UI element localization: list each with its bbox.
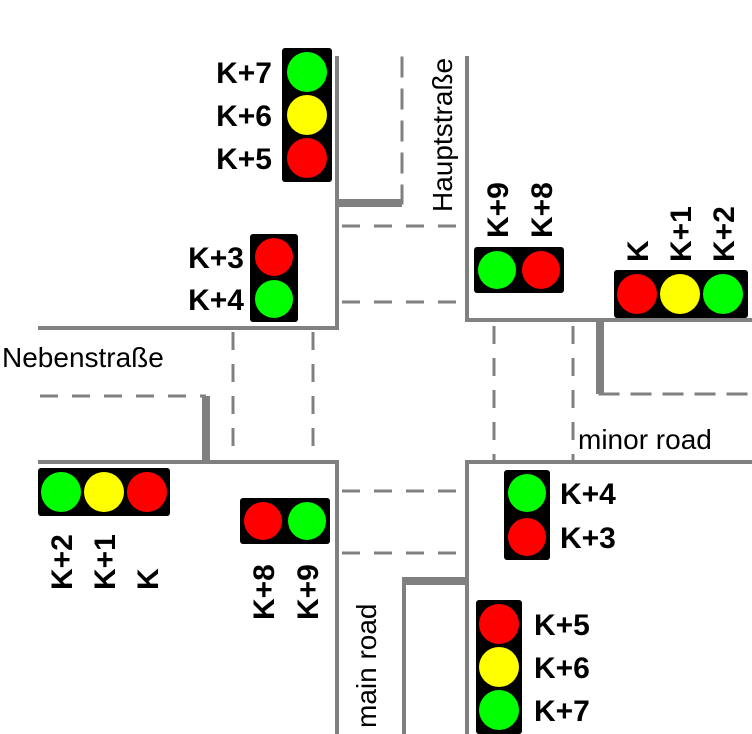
green-lamp [479, 690, 519, 730]
yellow-lamp [479, 647, 519, 687]
signal-label: K+8 [526, 182, 559, 238]
green-lamp [288, 502, 326, 540]
street-label-minor-road: minor road [578, 424, 712, 455]
signal-label: K+9 [482, 182, 515, 238]
signal-label: K+4 [560, 478, 616, 511]
signal-west-main: K+2 K+1 K [38, 468, 170, 590]
signal-north-right-pedestrian: K+9 K+8 [474, 182, 564, 293]
stop-lines [202, 56, 752, 734]
signal-east-main: K K+1 K+2 [614, 206, 748, 318]
signal-label: K+8 [248, 564, 281, 620]
signal-label: K+3 [188, 242, 244, 275]
signal-label: K+2 [708, 206, 741, 262]
signal-label: K+7 [534, 695, 590, 728]
red-lamp [244, 502, 282, 540]
signal-south-main: K+5 K+6 K+7 [476, 600, 590, 734]
signal-label: K+1 [665, 206, 698, 262]
signal-label: K+9 [292, 564, 325, 620]
red-lamp [617, 274, 657, 314]
signal-label: K [132, 568, 165, 590]
red-lamp [287, 138, 327, 178]
signal-label: K+5 [534, 609, 590, 642]
yellow-lamp [84, 472, 124, 512]
signal-label: K+6 [534, 652, 590, 685]
signal-label: K+1 [89, 534, 122, 590]
signal-north-pedestrian: K+3 K+4 [188, 234, 298, 322]
signal-south-left-pedestrian: K+8 K+9 [240, 498, 330, 620]
green-lamp [287, 52, 327, 92]
signal-label: K+4 [188, 284, 244, 317]
lane-markings [40, 224, 575, 555]
signal-label: K+2 [46, 534, 79, 590]
street-label-hauptstrasse: Hauptstraße [427, 58, 458, 212]
green-lamp [478, 251, 516, 289]
signal-north-main: K+7 K+6 K+5 [216, 48, 332, 182]
green-lamp [255, 280, 293, 318]
green-lamp [508, 474, 546, 512]
signal-south-pedestrian: K+4 K+3 [504, 470, 616, 560]
red-lamp [255, 238, 293, 276]
red-lamp [479, 604, 519, 644]
signal-label: K+5 [216, 143, 272, 176]
signal-label: K [622, 240, 655, 262]
red-lamp [508, 518, 546, 556]
street-label-nebenstrasse: Nebenstraße [2, 342, 164, 373]
green-lamp [41, 472, 81, 512]
signal-label: K+3 [560, 522, 616, 555]
street-label-main-road: main road [351, 603, 382, 728]
red-lamp [522, 251, 560, 289]
yellow-lamp [287, 95, 327, 135]
yellow-lamp [660, 274, 700, 314]
road-edges [38, 56, 752, 734]
red-lamp [127, 472, 167, 512]
signal-label: K+7 [216, 57, 272, 90]
signal-label: K+6 [216, 100, 272, 133]
green-lamp [703, 274, 743, 314]
